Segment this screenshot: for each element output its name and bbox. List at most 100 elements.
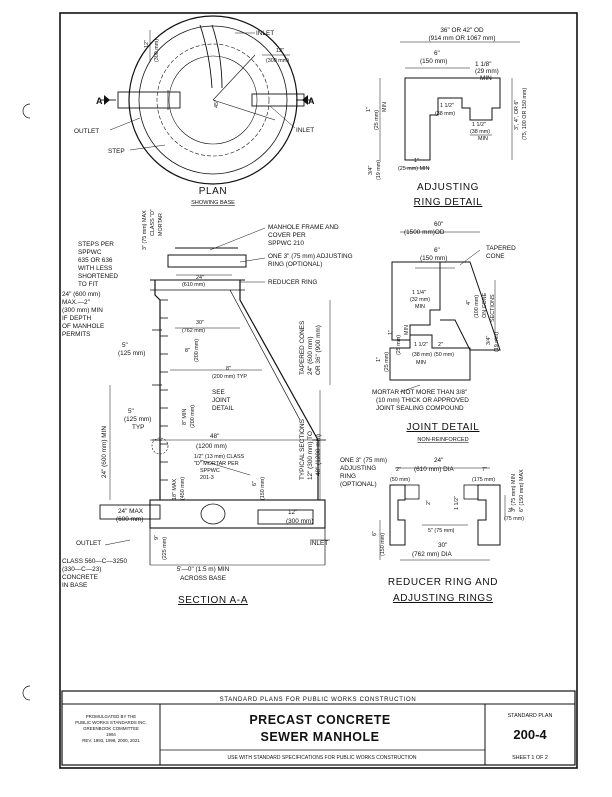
red-d6: 6": [372, 531, 378, 536]
joint-d60: 60": [434, 221, 443, 228]
red-one3-d: (OPTIONAL): [340, 481, 377, 488]
sec-max24-d: IF DEPTH: [62, 315, 91, 322]
sec-d30mm: (762 mm): [182, 328, 205, 334]
sec-max24-f: PERMITS: [62, 331, 90, 338]
joint-d34mm: (19 mm): [494, 332, 500, 352]
ring-34: 3/4": [368, 166, 374, 175]
sec-max24-c: (300 mm) MIN: [62, 307, 103, 314]
standard-plan-number: 200-4: [513, 727, 547, 742]
plan-dim-12-top-mm: (300 mm): [266, 58, 289, 64]
sec-half-2: "D" MORTAR PER: [194, 461, 239, 467]
sec-d5bmm: (125 mm): [124, 416, 151, 423]
joint-tapered: TAPERED: [486, 245, 516, 252]
sec-d12: 12": [288, 509, 297, 516]
plan-dim-12-top: 12": [276, 48, 284, 54]
red-d7mm: (175 mm): [472, 477, 495, 483]
joint-mortar-3: JOINT SEALING COMPOUND: [376, 405, 464, 412]
ring-od-label: 36" OR 42" OD: [440, 27, 484, 34]
promulgated-5: REV. 1993, 1998, 2000, 2021: [82, 738, 140, 743]
sec-d12mm: (300 mm): [286, 518, 313, 525]
joint-detail-drawing: [389, 231, 501, 393]
joint-d4b: ON CONE: [482, 292, 488, 318]
joint-d4: 4": [466, 300, 472, 305]
sec-steps-4: WITH LESS: [78, 265, 112, 272]
drawing-title-1: PRECAST CONCRETE: [249, 713, 390, 727]
red-d3min: 3" (75 mm) MIN: [511, 474, 517, 512]
adjusting-ring-title: ADJUSTING: [417, 182, 479, 193]
sec-d48mm: (1200 mm): [196, 443, 227, 450]
sec-class560-c: CONCRETE: [62, 574, 98, 581]
ring-min1: MIN: [480, 75, 492, 82]
plan-dim-12-left: 12": [144, 40, 150, 48]
joint-d1b: 1": [376, 357, 382, 362]
binding-hole-top: [22, 103, 31, 119]
sec-class-d: 3" (75 mm) MAX: [142, 210, 148, 250]
ring-1-mm: (25 mm): [374, 110, 380, 130]
joint-d6: 6": [434, 247, 440, 254]
joint-d114: 1 1/4": [412, 290, 426, 296]
ring-1-b-mm: (25 mm) MIN: [398, 166, 430, 172]
promulgated-4: 1994: [106, 732, 116, 737]
ring-112-b-mm: (38 mm): [470, 129, 490, 135]
sec-one-ring: ONE 3" (75 mm) ADJUSTING: [268, 253, 353, 260]
sec-reducer: REDUCER RING: [268, 279, 317, 286]
title-block-header: STANDARD PLANS FOR PUBLIC WORKS CONSTRUC…: [220, 697, 417, 703]
sec-base-2: ACROSS BASE: [180, 575, 226, 582]
red-d24mm: (610 mm) DIA: [414, 466, 455, 473]
reducer-ring-title: REDUCER RING AND: [388, 577, 498, 588]
sec-d18mm: (450 mm): [180, 477, 186, 500]
standard-plan-label: STANDARD PLAN: [508, 713, 553, 719]
plan-subtitle: SHOWING BASE: [191, 200, 235, 206]
sec-d24max: 24" MAX: [118, 508, 144, 515]
joint-d60mm: (1500 mm)OD: [404, 229, 445, 236]
red-d112: 1 1/2": [454, 496, 460, 510]
drawing-title-2: SEWER MANHOLE: [261, 730, 380, 744]
sec-see-joint-3: DETAIL: [212, 405, 234, 412]
sec-max24-e: OF MANHOLE: [62, 323, 104, 330]
section-aa-drawing: [99, 227, 331, 566]
joint-detail-subtitle: NON-REINFORCED: [417, 437, 468, 443]
ring-six: 6": [434, 50, 440, 57]
sec-outlet: OUTLET: [76, 540, 101, 547]
joint-tapered-2: CONE: [486, 253, 504, 260]
red-d3: 3": [508, 508, 513, 514]
red-d2: 2": [396, 467, 401, 473]
sec-tapered: TAPERED CONES: [299, 321, 306, 375]
ring-min2: MIN: [478, 136, 488, 142]
red-d2b: 2": [426, 500, 432, 505]
sec-steps-3: 635 OR 636: [78, 257, 113, 264]
plan-dim-45: 45°: [214, 100, 220, 108]
sec-d8typmm: (200 mm) TYP: [212, 374, 247, 380]
ring-1-b: 1": [414, 158, 419, 164]
ring-three-six: 3", 4", OR 6": [514, 100, 520, 130]
sec-d6mm: (150 mm): [260, 477, 266, 500]
sec-d8typ: 8": [226, 366, 231, 372]
joint-d112min: MIN: [416, 360, 426, 366]
plan-inlet-right-label: INLET: [296, 127, 314, 134]
plan-section-a-left: A: [96, 96, 103, 106]
sec-frame: MANHOLE FRAME AND: [268, 224, 339, 231]
sec-frame-3: SPPWC 210: [268, 240, 304, 247]
sec-d5mm: (125 mm): [118, 350, 145, 357]
joint-d6mm: (150 mm): [420, 255, 447, 262]
plan-title: PLAN: [199, 186, 228, 197]
red-d7: 7": [482, 467, 487, 473]
sec-d8b: 8" MIN: [182, 409, 188, 425]
sec-d8bmm: (200 mm): [190, 405, 196, 428]
sec-inlet: INLET: [310, 540, 328, 547]
adjusting-ring-title-2: RING DETAIL: [414, 197, 483, 208]
joint-d1: 1": [388, 330, 394, 335]
ring-od-mm: (914 mm OR 1067 mm): [428, 35, 495, 42]
red-d5: 5" (75 mm): [428, 528, 455, 534]
sec-class560-d: IN BASE: [62, 582, 87, 589]
ring-three-six-mm: (75, 100 OR 150 mm): [522, 88, 528, 140]
red-one3-b: ADJUSTING: [340, 465, 376, 472]
sec-max24: 24" (600 mm): [62, 291, 101, 298]
red-one3: ONE 3" (75 mm): [340, 457, 387, 464]
sec-d8mm: (200 mm): [194, 339, 200, 362]
joint-d4c: SECTIONS: [490, 294, 496, 322]
red-d30: 30": [438, 542, 447, 549]
joint-d1min: MIN: [404, 325, 410, 335]
sec-d24: 24": [196, 275, 204, 281]
sec-d24maxmm: (600 mm): [116, 516, 143, 523]
